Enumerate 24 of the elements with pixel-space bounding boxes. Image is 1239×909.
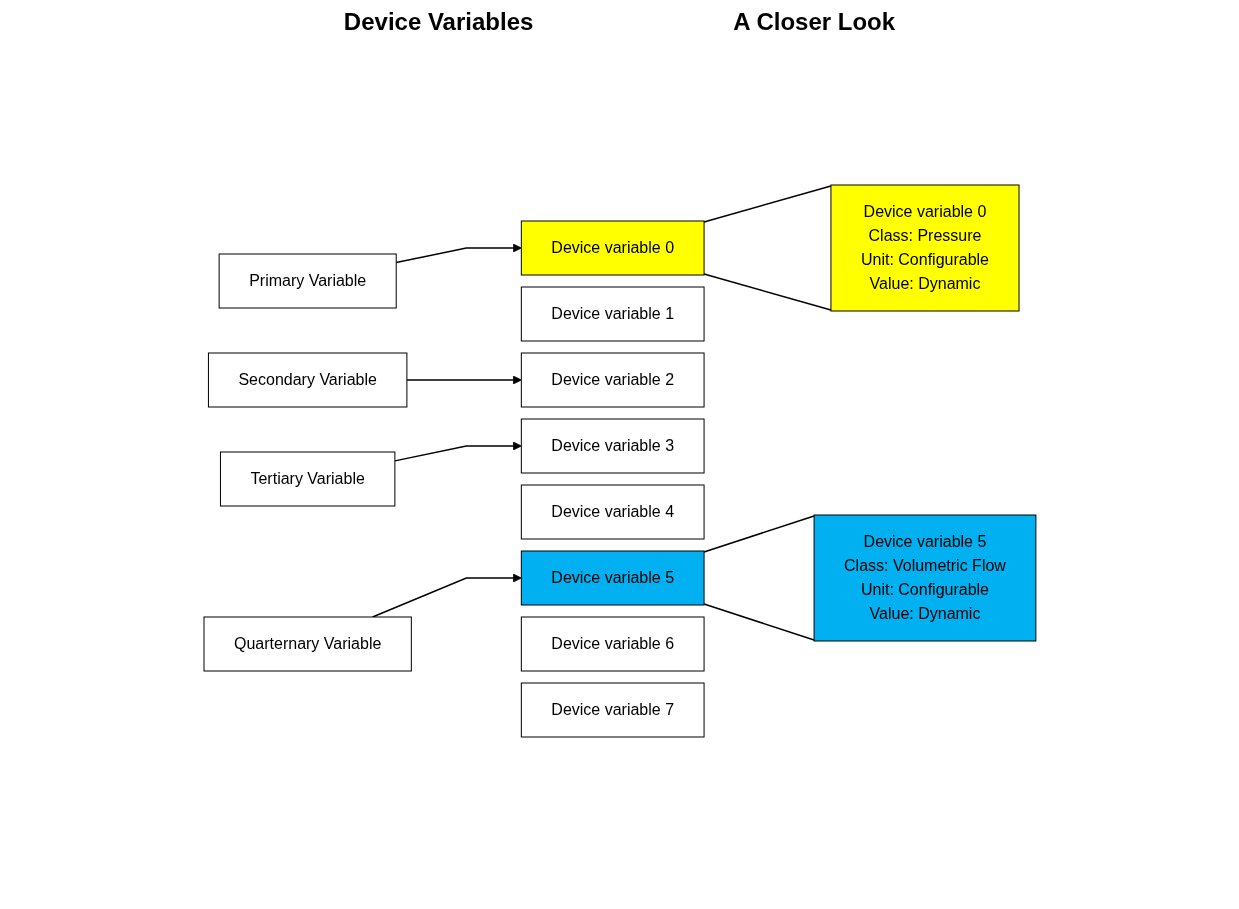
node-box: Device variable 7: [520, 682, 705, 738]
node-box: Quarternary Variable: [203, 616, 412, 672]
arrow: [405, 375, 522, 385]
node-box: Device variable 3: [520, 418, 705, 474]
node-box: Device variable 0 Class: Pressure Unit: Configurable Value: Dynamic: [830, 184, 1020, 312]
node-box: Device variable 4: [520, 484, 705, 540]
connector: [702, 185, 832, 223]
node-box: Device variable 1: [520, 286, 705, 342]
arrow: [393, 441, 522, 462]
node-box: Device variable 0: [520, 220, 705, 276]
connector: [702, 603, 815, 641]
node-box: Device variable 6: [520, 616, 705, 672]
arrow: [371, 573, 522, 618]
node-box: Primary Variable: [218, 253, 397, 309]
arrow: [395, 243, 522, 264]
node-box: Device variable 2: [520, 352, 705, 408]
node-box: Tertiary Variable: [219, 451, 395, 507]
column-heading: Device Variables: [343, 8, 534, 36]
connector: [702, 273, 832, 311]
column-heading: A Closer Look: [733, 8, 896, 36]
connector: [702, 515, 815, 553]
node-box: Device variable 5 Class: Volumetric Flow Unit: Configurable Value: Dynamic: [813, 514, 1036, 642]
node-box: Device variable 5: [520, 550, 705, 606]
node-box: Secondary Variable: [207, 352, 407, 408]
